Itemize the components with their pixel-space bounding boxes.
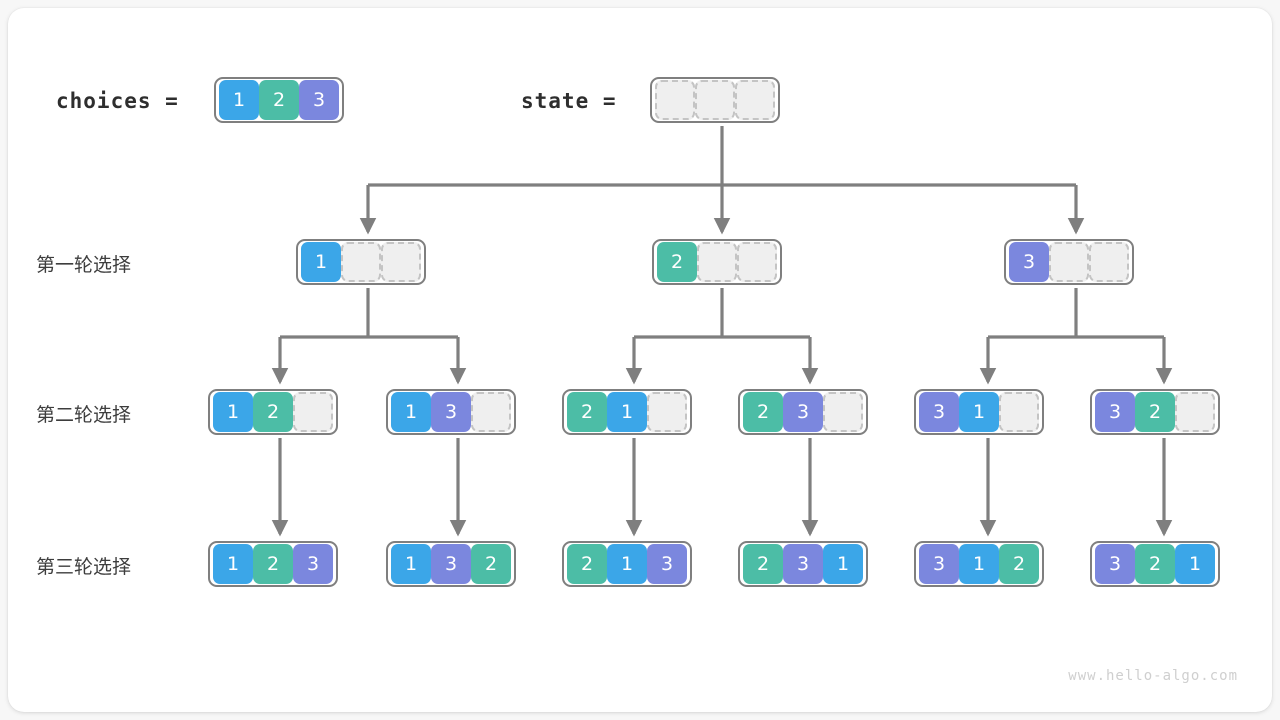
diagram-card	[8, 8, 1272, 712]
state-label: state =	[521, 89, 617, 113]
state-cell-2	[735, 80, 775, 120]
r1n2-cell-1	[697, 242, 737, 282]
r1n1-cell-1	[341, 242, 381, 282]
r2n6-cell-1: 2	[1135, 392, 1175, 432]
r1n2-cell-2	[737, 242, 777, 282]
r1n1-cell-2	[381, 242, 421, 282]
r3n2-cell-1: 3	[431, 544, 471, 584]
r2n5-cell-0: 3	[919, 392, 959, 432]
r2n4-cell-1: 3	[783, 392, 823, 432]
r2n2-cell-0: 1	[391, 392, 431, 432]
r1n1-cell-0: 1	[301, 242, 341, 282]
r3n5-cell-2: 2	[999, 544, 1039, 584]
r3n4-cell-2: 1	[823, 544, 863, 584]
r2n1-cell-2	[293, 392, 333, 432]
r3n2-cell-2: 2	[471, 544, 511, 584]
r3n1-cell-1: 2	[253, 544, 293, 584]
r1n3-cell-0: 3	[1009, 242, 1049, 282]
r3n5-cell-0: 3	[919, 544, 959, 584]
row-label-round-1: 第一轮选择	[36, 255, 132, 276]
r3n4-cell-1: 3	[783, 544, 823, 584]
r3n6-cell-0: 3	[1095, 544, 1135, 584]
r2n5-cell-1: 1	[959, 392, 999, 432]
watermark: www.hello-algo.com	[1068, 668, 1238, 684]
r3n6-cell-1: 2	[1135, 544, 1175, 584]
state-node-round-1-1: 1	[296, 239, 426, 285]
r2n4-cell-0: 2	[743, 392, 783, 432]
choices-cell-0: 1	[219, 80, 259, 120]
r1n3-cell-2	[1089, 242, 1129, 282]
r2n4-cell-2	[823, 392, 863, 432]
row-label-round-3: 第三轮选择	[36, 557, 132, 578]
state-node-round-1-2: 2	[652, 239, 782, 285]
r2n2-cell-2	[471, 392, 511, 432]
r3n1-cell-0: 1	[213, 544, 253, 584]
r1n2-cell-0: 2	[657, 242, 697, 282]
r2n1-cell-0: 1	[213, 392, 253, 432]
r3n3-cell-0: 2	[567, 544, 607, 584]
state-node-round-1-3: 3	[1004, 239, 1134, 285]
r3n5-cell-1: 1	[959, 544, 999, 584]
r3n2-cell-0: 1	[391, 544, 431, 584]
r2n1-cell-1: 2	[253, 392, 293, 432]
r1n3-cell-1	[1049, 242, 1089, 282]
r3n3-cell-2: 3	[647, 544, 687, 584]
choices-cell-2: 3	[299, 80, 339, 120]
r2n2-cell-1: 3	[431, 392, 471, 432]
state-array	[650, 77, 780, 123]
state-cell-1	[695, 80, 735, 120]
r2n6-cell-0: 3	[1095, 392, 1135, 432]
r3n4-cell-0: 2	[743, 544, 783, 584]
r2n3-cell-0: 2	[567, 392, 607, 432]
r2n3-cell-2	[647, 392, 687, 432]
r3n3-cell-1: 1	[607, 544, 647, 584]
r2n3-cell-1: 1	[607, 392, 647, 432]
r3n6-cell-2: 1	[1175, 544, 1215, 584]
row-label-round-2: 第二轮选择	[36, 405, 132, 426]
state-cell-0	[655, 80, 695, 120]
r3n1-cell-2: 3	[293, 544, 333, 584]
r2n5-cell-2	[999, 392, 1039, 432]
choices-cell-1: 2	[259, 80, 299, 120]
choices-label: choices =	[56, 89, 179, 113]
r2n6-cell-2	[1175, 392, 1215, 432]
